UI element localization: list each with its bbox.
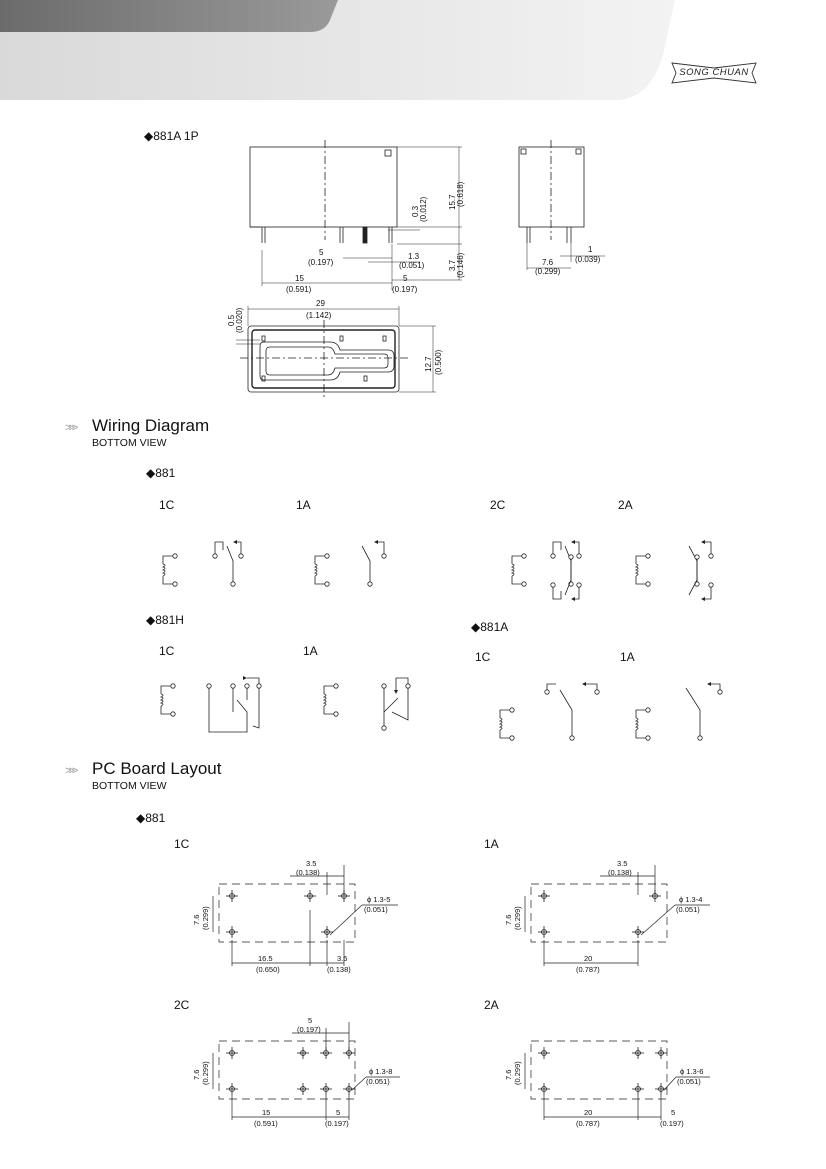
pcb-2a-b1i: (0.787)	[576, 1119, 600, 1128]
brand-name: SONG CHUAN	[679, 67, 749, 78]
group-881: ◆881	[146, 466, 176, 480]
dim-d4: 5	[319, 248, 324, 257]
pcb-1a-topi: (0.138)	[608, 868, 632, 877]
pcb-2c-topi: (0.197)	[297, 1025, 321, 1034]
dim-d12i: (0.500)	[434, 349, 443, 375]
pcb-1c-b1i: (0.650)	[256, 965, 280, 974]
pcb-1c-sidei: (0.299)	[201, 906, 210, 930]
pcb-2c-phii: (0.051)	[366, 1077, 390, 1086]
pcb-1c-b2: 3.5	[337, 954, 347, 963]
pcb-label-2c: 2C	[174, 998, 190, 1012]
dim-d8i: (0.299)	[535, 267, 561, 276]
pcb-1a-sidei: (0.299)	[513, 906, 522, 930]
label-2c: 2C	[490, 498, 506, 512]
dim-d11i: (0.020)	[235, 307, 244, 333]
wiring-diagrams	[160, 539, 723, 741]
label-h-1c: 1C	[159, 644, 175, 658]
dim-d10i: (1.142)	[306, 311, 332, 320]
pcb-2a-phi: ϕ 1.3-6	[680, 1067, 703, 1076]
pcb-2a-sidei: (0.299)	[513, 1061, 522, 1085]
dim-d12: 12.7	[424, 356, 433, 372]
group-881h: ◆881H	[146, 613, 184, 627]
label-1c: 1C	[159, 498, 175, 512]
pcb-group-881: ◆881	[136, 811, 166, 825]
model-label: ◆881A 1P	[144, 129, 199, 143]
pcb-1c-side: 7.6	[192, 915, 201, 925]
dim-d8: 7.6	[542, 258, 554, 267]
label-a-1c: 1C	[475, 650, 491, 664]
dim-d3i: (0.146)	[456, 252, 465, 278]
pcb-2c-b2: 5	[336, 1108, 340, 1117]
pcb-2c-b1: 15	[262, 1108, 270, 1117]
dim-d7: 5	[403, 274, 408, 283]
pcb-2a-side: 7.6	[504, 1070, 513, 1080]
dim-d2: 0.3	[411, 205, 420, 217]
pcb-1c-top: 3.5	[306, 859, 316, 868]
dim-d5i: (0.051)	[399, 261, 425, 270]
pcb-2a-phii: (0.051)	[677, 1077, 701, 1086]
pcb-2c-sidei: (0.299)	[201, 1061, 210, 1085]
pcb-1c-phii: (0.051)	[364, 905, 388, 914]
chevron-icon: >>>	[65, 422, 78, 434]
pcb-1c-b2i: (0.138)	[327, 965, 351, 974]
label-2a: 2A	[618, 498, 633, 512]
pcb-subtitle: BOTTOM VIEW	[92, 780, 167, 792]
header-banner	[0, 0, 826, 100]
pcb-1a-b1: 20	[584, 954, 592, 963]
pcb-layouts: 3.5 (0.138) ϕ 1.3-5 (0.051) 7.6 (0.299) …	[192, 859, 710, 1128]
chevron-icon-2: >>>	[65, 765, 78, 777]
dim-d10: 29	[316, 299, 325, 308]
pcb-2a-b2: 5	[671, 1108, 675, 1117]
pcb-1a-phi: ϕ 1.3-4	[679, 895, 702, 904]
brand-logo	[671, 62, 757, 84]
dim-d7i: (0.197)	[392, 285, 418, 294]
pcb-1a-b1i: (0.787)	[576, 965, 600, 974]
pcb-2c-top: 5	[308, 1016, 312, 1025]
dim-d4i: (0.197)	[308, 258, 334, 267]
dim-d9: 1	[588, 245, 593, 254]
pcb-label-2a: 2A	[484, 998, 499, 1012]
pcb-title: PC Board Layout	[92, 759, 222, 778]
dim-d11: 0.5	[227, 314, 236, 326]
pcb-1a-side: 7.6	[504, 915, 513, 925]
wiring-title: Wiring Diagram	[92, 416, 210, 435]
pcb-2c-b2i: (0.197)	[325, 1119, 349, 1128]
dim-d3: 3.7	[448, 259, 457, 271]
label-a-1a: 1A	[620, 650, 635, 664]
pcb-2a-b2i: (0.197)	[660, 1119, 684, 1128]
dim-d6: 15	[295, 274, 304, 283]
dim-d6i: (0.591)	[286, 285, 312, 294]
pcb-1c-b1: 16.5	[258, 954, 273, 963]
dimension-drawing: 15.7 (0.618) 0.3 (0.012) 3.7 (0.146) 5 (…	[227, 140, 605, 398]
pcb-1c-phi: ϕ 1.3-5	[367, 895, 390, 904]
pcb-1a-top: 3.5	[617, 859, 627, 868]
pcb-1c-topi: (0.138)	[296, 868, 320, 877]
label-h-1a: 1A	[303, 644, 318, 658]
pcb-2c-phi: ϕ 1.3-8	[369, 1067, 392, 1076]
pcb-label-1c: 1C	[174, 837, 190, 851]
pcb-label-1a: 1A	[484, 837, 499, 851]
dim-d2i: (0.012)	[419, 196, 428, 222]
wiring-subtitle: BOTTOM VIEW	[92, 437, 167, 449]
pcb-1a-phii: (0.051)	[676, 905, 700, 914]
dim-d1i: (0.618)	[456, 181, 465, 207]
dim-d5: 1.3	[408, 252, 420, 261]
pcb-2c-b1i: (0.591)	[254, 1119, 278, 1128]
dim-d9i: (0.039)	[575, 255, 601, 264]
dim-d1: 15.7	[448, 194, 457, 210]
pcb-2c-side: 7.6	[192, 1070, 201, 1080]
group-881a: ◆881A	[471, 620, 509, 634]
pcb-2a-b1: 20	[584, 1108, 592, 1117]
label-1a: 1A	[296, 498, 311, 512]
